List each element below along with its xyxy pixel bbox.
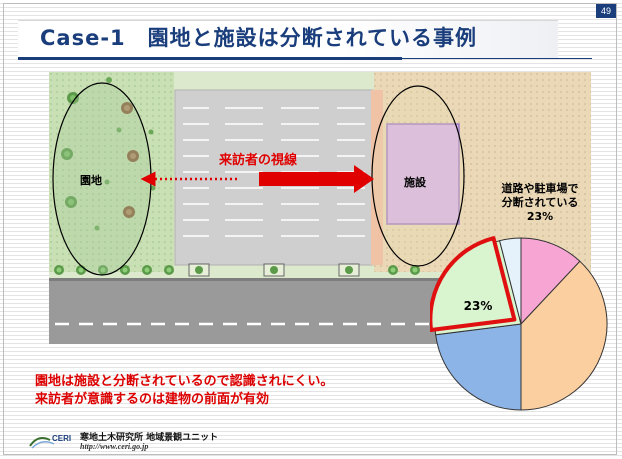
slide-title: Case-1 園地と施設は分断されている事例 bbox=[40, 26, 478, 50]
slide-frame bbox=[3, 3, 617, 455]
sightline-solid-arrow bbox=[259, 165, 374, 193]
logo-text: CERI bbox=[52, 434, 71, 443]
footer-org: 寒地土木研究所 地域景観ユニット bbox=[80, 433, 219, 443]
pie-slice-blue bbox=[435, 323, 522, 411]
curb bbox=[49, 278, 591, 281]
facility-walkway bbox=[371, 90, 383, 265]
page-number: 49 bbox=[596, 4, 616, 18]
footer: CERI 寒地土木研究所 地域景観ユニット http://www.ceri.go… bbox=[28, 428, 328, 454]
body-text-line2: 来訪者が意識するのは建物の前面が有効 bbox=[35, 392, 270, 407]
body-text: 園地は施設と分断されているので認識されにくい。 来訪者が意識するのは建物の前面が… bbox=[35, 373, 455, 409]
pie-caption-line2: 分断されている bbox=[501, 196, 579, 209]
pie-slice-lightblue bbox=[499, 237, 522, 325]
sightline-label: 来訪者の視線 bbox=[219, 153, 298, 168]
pie-highlight-outline bbox=[430, 236, 517, 333]
body-text-line1: 園地は施設と分断されているので認識されにくい。 bbox=[35, 374, 334, 389]
site-diagram bbox=[49, 72, 591, 344]
facility-label: 施設 bbox=[404, 176, 426, 189]
park-label: 園地 bbox=[80, 174, 102, 187]
street-trees bbox=[54, 263, 420, 277]
ceri-logo: CERI bbox=[29, 434, 71, 449]
pie-caption: 道路や駐車場で 分断されている 23% bbox=[480, 182, 600, 224]
park-ellipse bbox=[52, 82, 152, 276]
facility-building bbox=[386, 123, 460, 225]
trees bbox=[61, 77, 156, 231]
footer-url: http://www.ceri.go.jp bbox=[80, 442, 149, 451]
parking-stripes bbox=[183, 107, 365, 237]
pie-slice-orange bbox=[520, 260, 608, 411]
facility-ellipse bbox=[371, 85, 465, 267]
pie-highlight-label: 23% bbox=[464, 299, 493, 313]
pie-chart: 23% bbox=[430, 236, 608, 411]
pie-caption-line1: 道路や駐車場で bbox=[501, 182, 579, 195]
title-bar bbox=[18, 20, 558, 58]
title-rule bbox=[402, 58, 592, 59]
pie-caption-value: 23% bbox=[526, 210, 554, 223]
pie-slice-pink bbox=[520, 237, 581, 326]
title-underline bbox=[18, 57, 402, 60]
